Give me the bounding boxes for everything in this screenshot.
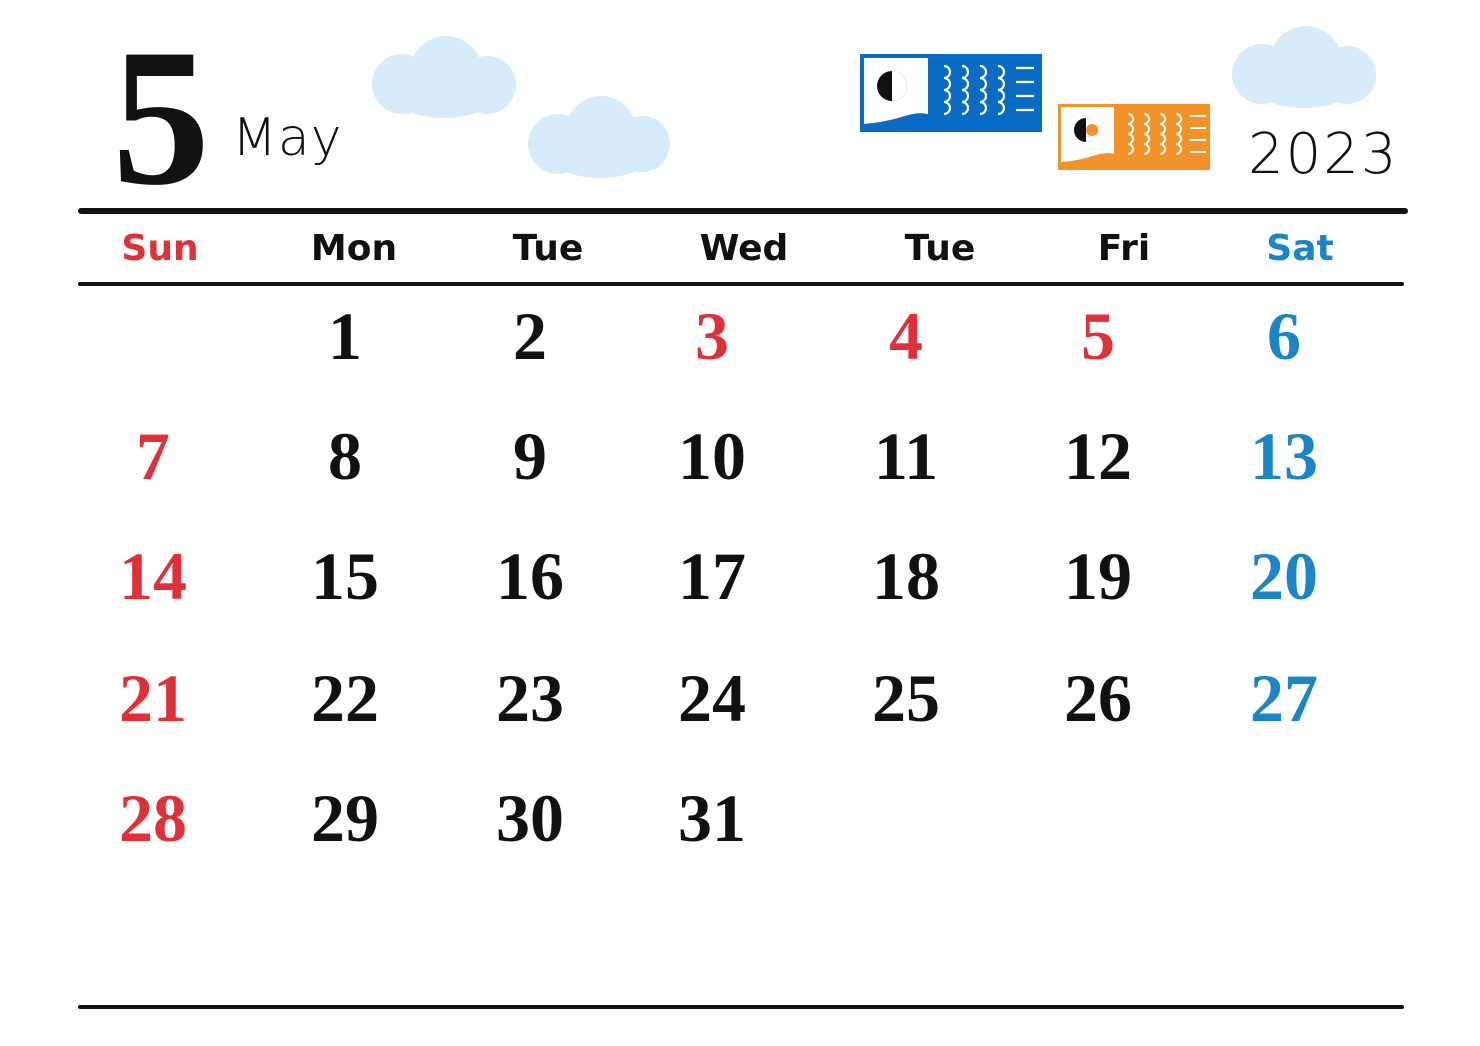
day-cell: 28: [119, 780, 187, 856]
day-cell: 25: [872, 660, 940, 736]
day-cell: 15: [311, 538, 379, 614]
cloud-icon: [372, 36, 518, 122]
day-cell: 8: [328, 418, 362, 494]
day-cell: 14: [119, 538, 187, 614]
footer-divider: [78, 1005, 1404, 1009]
day-cell: 22: [311, 660, 379, 736]
header-divider: [78, 208, 1408, 214]
day-cell: 16: [496, 538, 564, 614]
day-cell: 17: [678, 538, 746, 614]
year: 2023: [1248, 122, 1399, 187]
day-cell: 3: [695, 298, 729, 374]
koi-orange-icon: [1058, 104, 1210, 170]
day-cell: 1: [328, 298, 362, 374]
day-cell: 2: [513, 298, 547, 374]
weekday-label: Sun: [121, 228, 199, 269]
day-cell: 10: [678, 418, 746, 494]
week-row: 28 29 30 31: [0, 772, 1480, 882]
day-cell: 19: [1064, 538, 1132, 614]
week-row: 7 8 9 10 11 12 13: [0, 410, 1480, 520]
day-cell: 18: [872, 538, 940, 614]
day-cell: 4: [889, 298, 923, 374]
day-cell: 6: [1267, 298, 1301, 374]
week-row: 14 15 16 17 18 19 20: [0, 530, 1480, 640]
day-cell: 30: [496, 780, 564, 856]
day-cell: 12: [1064, 418, 1132, 494]
weekday-label: Sat: [1266, 228, 1334, 269]
day-cell: 26: [1064, 660, 1132, 736]
day-cell: 9: [513, 418, 547, 494]
day-cell: 24: [678, 660, 746, 736]
month-number: 5: [112, 9, 210, 226]
day-cell: 13: [1250, 418, 1318, 494]
day-cell: 21: [119, 660, 187, 736]
week-row: 1 2 3 4 5 6: [0, 290, 1480, 400]
cloud-icon: [528, 96, 672, 180]
month-name: May: [232, 108, 343, 168]
day-cell: 11: [873, 418, 939, 494]
weekday-label: Tue: [512, 228, 584, 269]
weekday-label: Fri: [1097, 228, 1151, 269]
day-cell: 31: [678, 780, 746, 856]
weekday-header: Sun Mon Tue Wed Tue Fri Sat: [0, 224, 1480, 274]
weekday-label: Tue: [904, 228, 976, 269]
weekday-label: Mon: [310, 228, 398, 269]
day-cell: 23: [496, 660, 564, 736]
day-cell: 27: [1250, 660, 1318, 736]
day-cell: 20: [1250, 538, 1318, 614]
day-cell: 5: [1081, 298, 1115, 374]
day-cell: 29: [311, 780, 379, 856]
cloud-icon: [1232, 26, 1378, 112]
koi-blue-icon: [860, 54, 1042, 132]
weekday-divider: [78, 282, 1404, 286]
day-cell: 7: [136, 418, 170, 494]
week-row: 21 22 23 24 25 26 27: [0, 652, 1480, 762]
weekday-label: Wed: [699, 228, 789, 269]
